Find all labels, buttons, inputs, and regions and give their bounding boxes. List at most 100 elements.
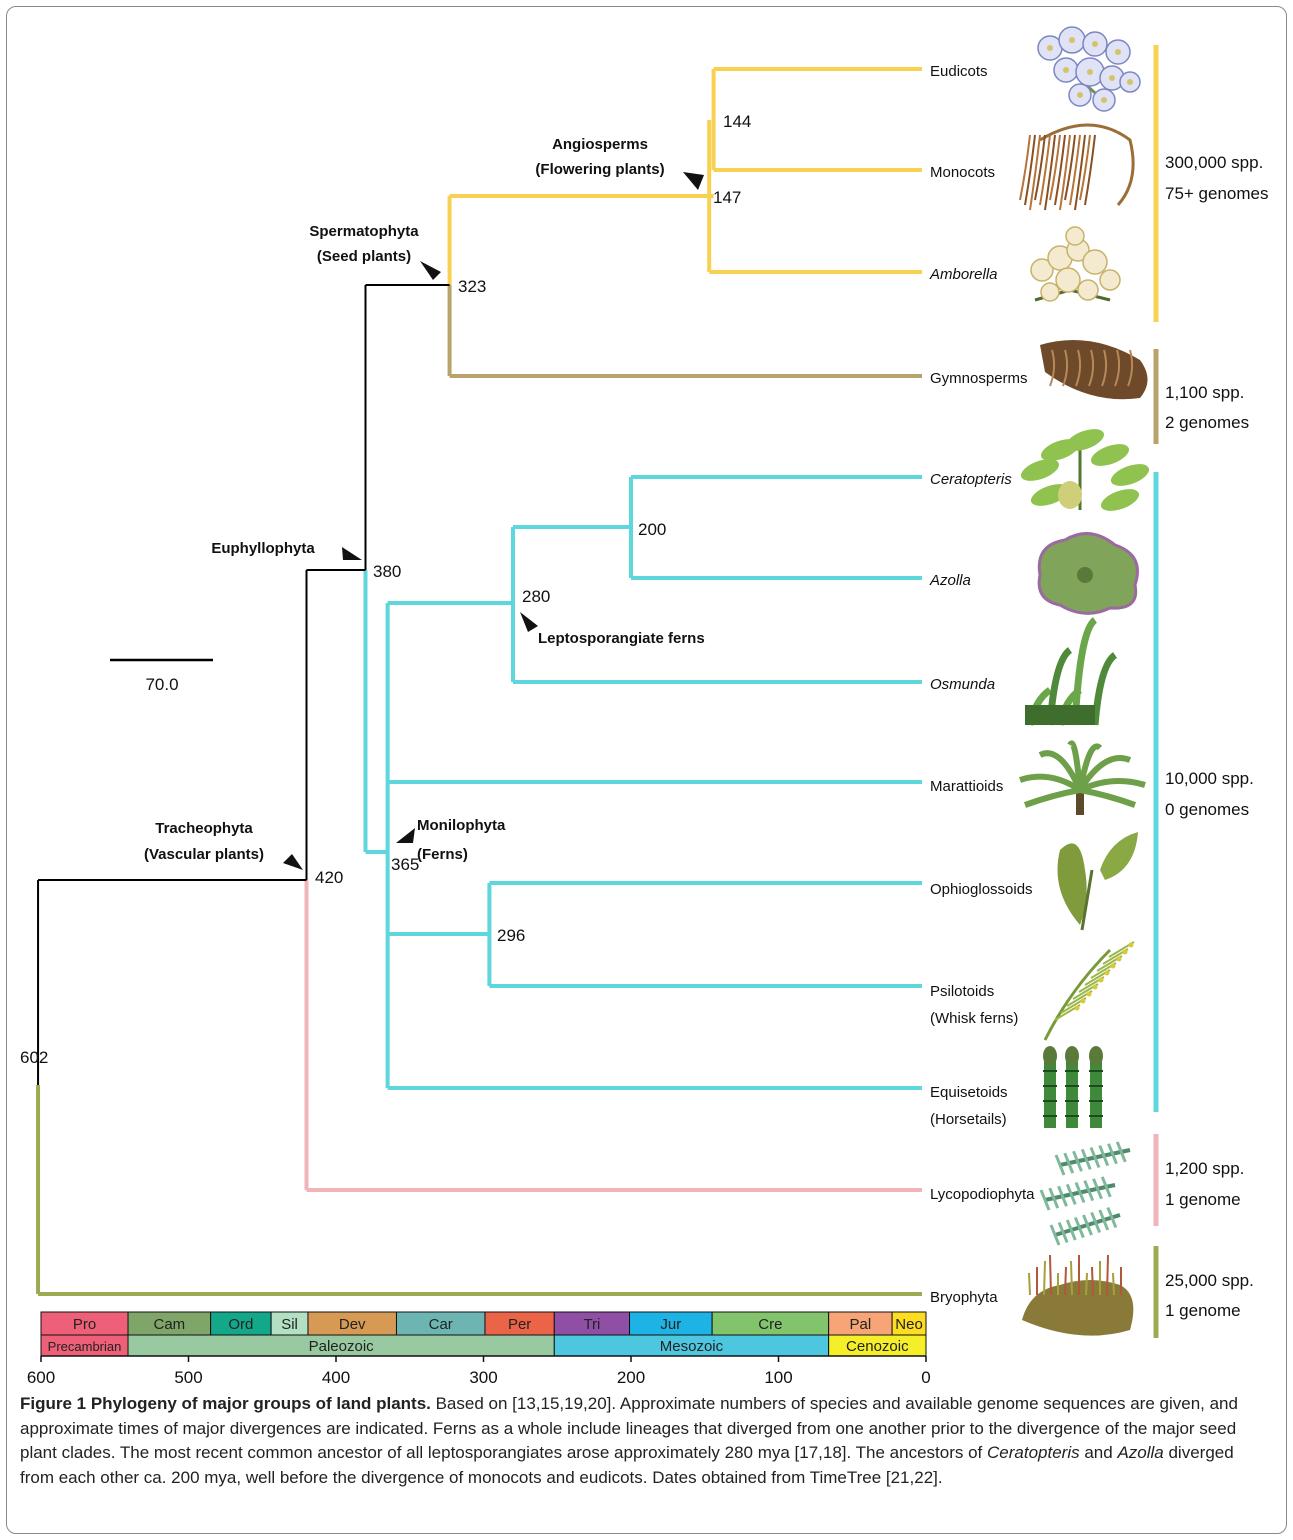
genome-count-label-ferns: 0 genomes xyxy=(1165,800,1249,819)
node-age-144: 144 xyxy=(723,112,751,131)
clade-spermatophyta: Spermatophyta (Seed plants) xyxy=(309,223,419,265)
tip-ophioglossoids: Ophioglossoids xyxy=(930,881,1033,898)
clade-label-angiosperms: Angiosperms xyxy=(552,136,648,153)
tip-monocots: Monocots xyxy=(930,164,995,181)
period-sil: Sil xyxy=(271,1312,308,1335)
genome-count-label-bryophyta: 1 genome xyxy=(1165,1301,1241,1320)
tip-label-lycopodiophyta: Lycopodiophyta xyxy=(930,1186,1035,1203)
tip-bryophyta: Bryophyta xyxy=(930,1289,998,1306)
period-cam: Cam xyxy=(128,1312,211,1335)
species-count-ferns: 10,000 spp. 0 genomes xyxy=(1156,472,1254,1112)
era-paleozoic: Paleozoic xyxy=(128,1335,554,1356)
era-cenozoic: Cenozoic xyxy=(829,1335,926,1356)
clade-arrow-leptosporangiate-ferns xyxy=(520,612,538,632)
clade-arrow-spermatophyta xyxy=(420,261,441,280)
tip-gymnosperms: Gymnosperms xyxy=(930,370,1028,387)
time-tick-label-100: 100 xyxy=(764,1368,792,1387)
pine-cone-icon xyxy=(1040,340,1148,399)
clade-label-vascular-plants: (Vascular plants) xyxy=(144,846,264,863)
clade-label-ferns: (Ferns) xyxy=(417,846,468,863)
period-label-dev: Dev xyxy=(339,1316,366,1333)
scale-bar-label: 70.0 xyxy=(145,675,178,694)
tip-amborella: Amborella xyxy=(929,266,998,283)
clade-label-flowering-plants: (Flowering plants) xyxy=(535,161,664,178)
species-count-label-ferns: 10,000 spp. xyxy=(1165,769,1254,788)
period-neo: Neo xyxy=(892,1312,926,1335)
horsetail-icon xyxy=(1043,1046,1103,1128)
genome-count-label-gymnosperms: 2 genomes xyxy=(1165,413,1249,432)
ceratopteris-fern-icon xyxy=(1018,425,1152,516)
tip-equisetoids: Equisetoids (Horsetails) xyxy=(930,1084,1008,1128)
amborella-flower-icon xyxy=(1031,227,1120,301)
species-count-lycopodiophyta: 1,200 spp.1 genome xyxy=(1156,1134,1244,1226)
caption-azolla: Azolla xyxy=(1117,1443,1163,1462)
tip-sublabel-equisetoids: (Horsetails) xyxy=(930,1111,1007,1128)
tip-label-equisetoids: Equisetoids xyxy=(930,1084,1008,1101)
tip-label-azolla: Azolla xyxy=(929,572,971,589)
clade-label-tracheophyta: Tracheophyta xyxy=(155,820,253,837)
tip-label-monocots: Monocots xyxy=(930,164,995,181)
tip-osmunda: Osmunda xyxy=(930,676,995,693)
clade-arrow-monilophyta xyxy=(396,828,415,843)
clade-label-spermatophyta: Spermatophyta xyxy=(309,223,419,240)
species-count-bryophyta: 25,000 spp. 1 genome xyxy=(1156,1246,1254,1338)
node-age-280: 280 xyxy=(522,587,550,606)
species-count-label-bryophyta: 25,000 spp. xyxy=(1165,1271,1254,1290)
tip-label-amborella: Amborella xyxy=(929,266,998,283)
node-age-147: 147 xyxy=(713,188,741,207)
clade-arrow-tracheophyta xyxy=(283,854,303,870)
marattioid-fern-icon xyxy=(1020,743,1145,815)
node-age-420: 420 xyxy=(315,868,343,887)
period-label-tri: Tri xyxy=(583,1316,600,1333)
tip-label-ophioglossoids: Ophioglossoids xyxy=(930,881,1033,898)
clade-tracheophyta: Tracheophyta (Vascular plants) xyxy=(144,820,264,863)
tip-eudicots: Eudicots xyxy=(930,63,988,80)
clade-label-leptosporangiate-ferns: Leptosporangiate ferns xyxy=(538,630,705,647)
lycopod-icon xyxy=(1041,1142,1130,1245)
plant-icons xyxy=(1018,27,1152,1336)
period-label-cre: Cre xyxy=(758,1316,782,1333)
node-age-200: 200 xyxy=(638,520,666,539)
time-tick-label-200: 200 xyxy=(617,1368,645,1387)
monocot-grass-icon xyxy=(1020,125,1133,210)
tip-sublabel-psilotoids: (Whisk ferns) xyxy=(930,1010,1018,1027)
clade-label-seed-plants: (Seed plants) xyxy=(317,248,411,265)
eudicot-flower-icon xyxy=(1038,27,1140,111)
phylogeny-figure: 70.0 EudicotsMonocotsAmborellaGymnosperms… xyxy=(0,0,1293,1390)
period-label-per: Per xyxy=(508,1316,531,1333)
species-count-gymnosperms: 1,100 spp. 2 genomes xyxy=(1156,349,1249,444)
tree-branches xyxy=(38,0,922,1294)
caption-ceratopteris: Ceratopteris xyxy=(987,1443,1080,1462)
tip-label-bryophyta: Bryophyta xyxy=(930,1289,998,1306)
period-label-pro: Pro xyxy=(73,1316,96,1333)
tip-marattioids: Marattioids xyxy=(930,778,1003,795)
branch-ophioglossoids-psilotoids xyxy=(489,883,922,986)
tree-labels: 70.0 EudicotsMonocotsAmborellaGymnosperms… xyxy=(20,63,1035,1306)
figure-caption: Figure 1 Phylogeny of major groups of la… xyxy=(20,1392,1270,1490)
species-count-label-lycopodiophyta: 1,200 spp. xyxy=(1165,1159,1244,1178)
era-label-precambrian: Precambrian xyxy=(48,1339,122,1354)
tip-lycopodiophyta: Lycopodiophyta xyxy=(930,1186,1035,1203)
era-precambrian: Precambrian xyxy=(41,1335,128,1356)
clade-leptosporangiate-ferns: Leptosporangiate ferns xyxy=(538,630,705,647)
branch-angiosperms xyxy=(450,120,922,272)
species-count-label-gymnosperms: 1,100 spp. xyxy=(1165,383,1244,402)
clade-label-monilophyta: Monilophyta xyxy=(417,817,506,834)
tip-label-eudicots: Eudicots xyxy=(930,63,988,80)
period-label-cam: Cam xyxy=(153,1316,185,1333)
node-age-380: 380 xyxy=(373,562,401,581)
clade-angiosperms: Angiosperms (Flowering plants) xyxy=(535,136,664,178)
time-tick-label-500: 500 xyxy=(174,1368,202,1387)
tip-azolla: Azolla xyxy=(929,572,971,589)
clade-euphyllophyta: Euphyllophyta xyxy=(211,540,315,557)
period-car: Car xyxy=(396,1312,485,1335)
branch-leptosporangiates xyxy=(513,527,922,682)
era-label-mesozoic: Mesozoic xyxy=(660,1338,724,1355)
species-count-label-angiosperms: 300,000 spp. xyxy=(1165,153,1263,172)
caption-text-2: and xyxy=(1080,1443,1118,1462)
node-age-365: 365 xyxy=(391,855,419,874)
period-label-sil: Sil xyxy=(281,1316,298,1333)
time-tick-label-400: 400 xyxy=(322,1368,350,1387)
tip-label-ceratopteris: Ceratopteris xyxy=(930,471,1012,488)
